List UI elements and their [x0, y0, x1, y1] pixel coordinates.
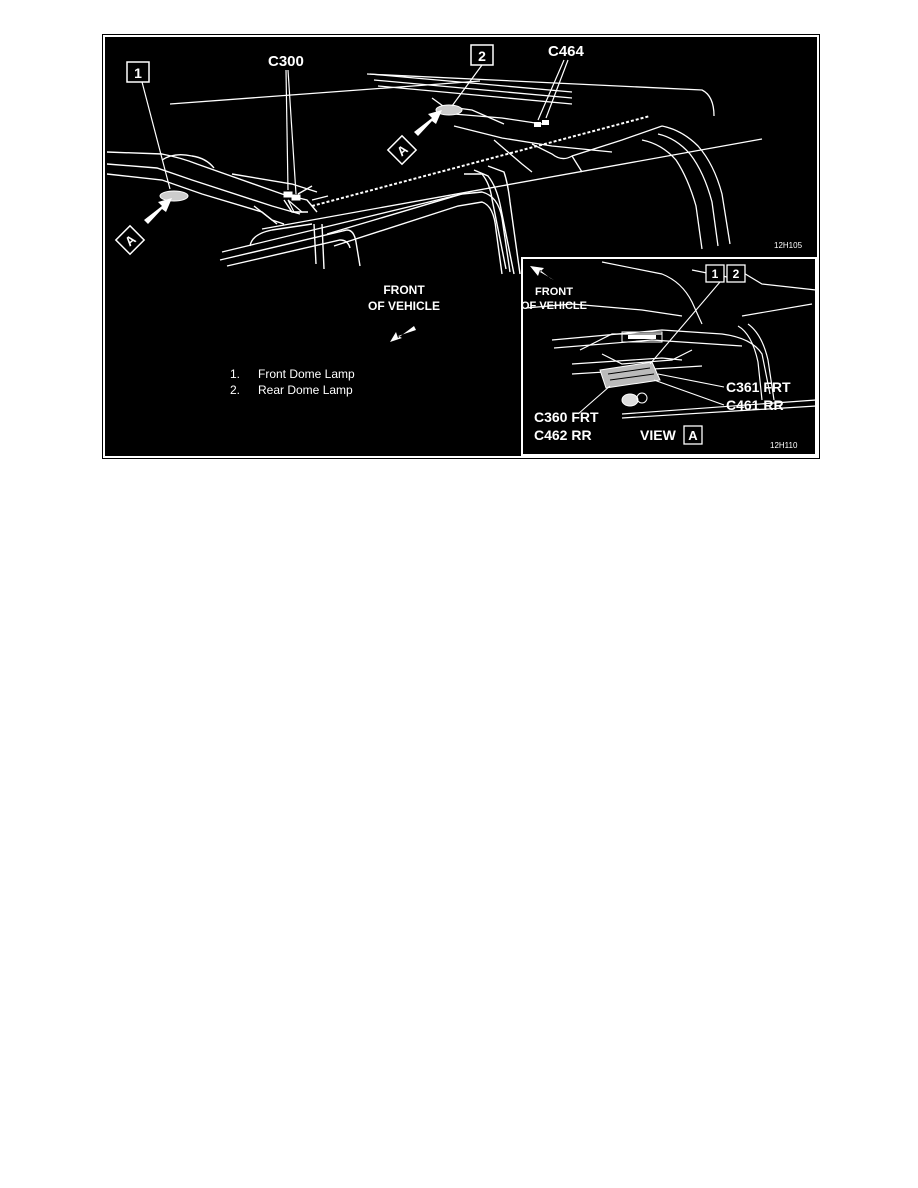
c461-label: C461 RR — [726, 397, 784, 413]
rear-dome-lamp — [435, 104, 463, 116]
legend-text-1: Front Dome Lamp — [258, 367, 355, 381]
c360-label: C360 FRT — [534, 409, 599, 425]
view-a-arrow-left: A — [114, 198, 172, 256]
inset-bulb — [621, 393, 639, 407]
inset-view-a: FRONT OF VEHICLE 1 2 C361 FRT C461 RR C3… — [521, 257, 817, 456]
diagram-canvas: 1 2 C300 C464 A A 12H105 FRONT OF VEHICL… — [103, 35, 819, 458]
view-label: VIEW — [640, 427, 677, 443]
front-rail-assembly — [106, 151, 329, 225]
callout-1: 1 — [134, 65, 142, 81]
legend: 1. Front Dome Lamp 2. Rear Dome Lamp — [230, 367, 355, 397]
view-a-arrow-right: A — [386, 110, 442, 166]
inset-lamp — [599, 331, 663, 407]
dome-lamp-diagram: 1 2 C300 C464 A A 12H105 FRONT OF VEHICL… — [102, 34, 820, 459]
front-arrow-inset-icon — [530, 266, 554, 280]
wiring-harness — [311, 115, 651, 207]
callout-2: 2 — [478, 48, 486, 64]
callout-1-leader — [141, 81, 171, 190]
c361-label: C361 FRT — [726, 379, 791, 395]
c464-connectors — [534, 120, 549, 127]
c300-leader-b — [287, 69, 297, 195]
c464-leader-a — [537, 59, 565, 121]
bracket-icon — [287, 199, 304, 213]
c464-leader-b — [545, 59, 569, 119]
legend-text-2: Rear Dome Lamp — [258, 383, 353, 397]
inset-callout-1: 1 — [712, 267, 719, 281]
callout-2-leader — [451, 64, 483, 107]
front-dome-lamp — [159, 190, 189, 202]
c462-label: C462 RR — [534, 427, 592, 443]
view-a-box — [683, 425, 703, 445]
inset-callout-2-box — [726, 264, 746, 283]
front-of-vehicle-line2: OF VEHICLE — [368, 299, 440, 313]
callout-1-box — [126, 61, 150, 83]
c300-label: C300 — [268, 53, 304, 70]
c360-leader — [577, 385, 611, 415]
roof-outline — [169, 73, 763, 253]
inset-front-line1: FRONT — [535, 286, 573, 298]
door-frames — [219, 165, 521, 275]
c361-leader — [657, 373, 725, 388]
inset-callout-2: 2 — [733, 267, 740, 281]
inset-linework — [525, 261, 817, 419]
figure-border — [103, 35, 819, 458]
inset-callout-leader — [649, 281, 721, 365]
c300-connectors — [283, 191, 301, 201]
view-a-box-letter: A — [688, 428, 698, 443]
legend-num-1: 1. — [230, 367, 240, 381]
front-of-vehicle-line1: FRONT — [383, 283, 425, 297]
legend-num-2: 2. — [230, 383, 240, 397]
figure-code-main: 12H105 — [774, 241, 803, 250]
front-arrow-main-icon — [390, 326, 416, 342]
c464-label: C464 — [548, 43, 585, 60]
figure-code-inset: 12H110 — [770, 441, 798, 450]
inset-front-line2: OF VEHICLE — [521, 300, 587, 312]
c461-leader — [653, 379, 725, 406]
inset-callout-1-box — [705, 264, 725, 283]
rear-rail-assembly — [369, 73, 731, 250]
c300-leader-a — [285, 69, 289, 191]
